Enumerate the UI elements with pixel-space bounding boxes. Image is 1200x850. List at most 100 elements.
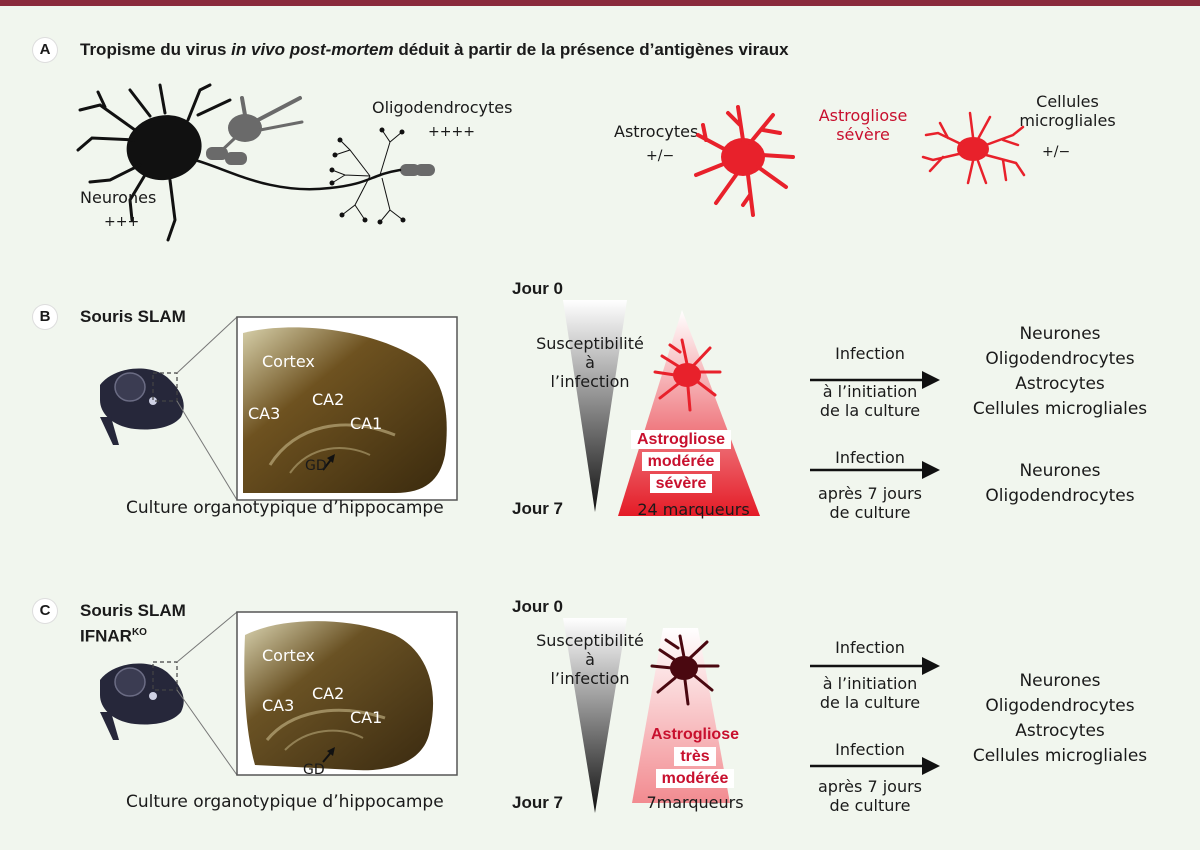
panel-c-gliose-line1: Astrogliose [640,725,750,744]
panel-c-inf2-desc: après 7 jours de culture [800,777,940,815]
panel-b-susc-line2: à [585,353,595,372]
panel-a-badge: A [33,38,57,62]
label-neurones: Neurones [80,188,157,207]
panel-b-gliose-line2-text: modérée [641,452,721,471]
panel-b-markers: 24 marqueurs [637,500,750,519]
panel-c-inf1-title: Infection [835,638,905,657]
panel-b-inf2-title: Infection [835,448,905,467]
panel-b-result2: Neurones Oligodendrocytes [960,459,1160,509]
panel-b-inf1-desc: à l’initiation de la culture [800,382,940,420]
label-microglia: Cellules microgliales [1010,92,1125,130]
panel-b-gliose-line3-text: sévère [649,474,713,493]
panel-b-gliose-line3: sévère [626,474,736,493]
panel-b-arrows [810,371,940,479]
axon-terminals-icon [331,129,404,223]
panel-c-astrocyte-dark-icon [650,634,720,706]
panel-c-inf2-line2: de culture [829,796,911,815]
panel-c-res1-2: Astrocytes [1015,721,1105,741]
panel-c-gliose-line2-text: très [674,747,716,766]
neuron-oligodendrocyte-illustration [76,83,435,242]
panel-c-label-ca3: CA3 [262,696,295,715]
panel-b-susc-line1: Susceptibilité [536,334,644,353]
panel-a-title-part2: déduit à partir de la présence d’antigèn… [393,40,789,59]
microglia-line1: Cellules [1036,92,1099,111]
panel-a-title: Tropisme du virus in vivo post-mortem dé… [80,40,789,60]
panel-c-day7: Jour 7 [512,793,564,812]
panel-c-title-line1: Souris SLAM [80,601,186,620]
panel-b-res2-0: Neurones [1019,461,1101,481]
mouse-icon-c [100,663,184,740]
panel-c-arrows [810,657,940,775]
astrogliose-line2: sévère [836,125,890,144]
panel-c-gliose-line3-text: modérée [655,769,735,788]
panel-c-markers: 7marqueurs [646,793,744,812]
panel-c-caption: Culture organotypique d’hippocampe [126,792,444,812]
panel-b-res2-1: Oligodendrocytes [985,486,1135,506]
panel-c-label-ca1: CA1 [350,708,383,727]
score-microglia: +/− [1042,144,1071,160]
panel-b-astrogliosis-label: Astrogliose modérée sévère [626,430,736,493]
panel-c-title-line2-wrap: IFNARKO [80,622,186,648]
panel-c-gliose-line1-text: Astrogliose [650,726,739,743]
panel-c-gliose-line2: très [640,747,750,766]
panel-c-mouse-hippocampus-illustration [100,611,458,776]
panel-b-title: Souris SLAM [80,307,186,326]
panel-c-astrogliosis-label: Astrogliose très modérée [640,725,750,788]
panel-b-gliose-line2: modérée [626,452,736,471]
panel-b-res1-2: Astrocytes [1015,374,1105,394]
panel-b-susceptibility-triangle [563,300,627,512]
panel-b-gliose-line1: Astrogliose [626,430,736,449]
panel-a-title-part1: Tropisme du virus [80,40,232,59]
panel-c-result1: Neurones Oligodendrocytes Astrocytes Cel… [960,669,1160,769]
panel-c-title-sup: KO [131,627,147,638]
panel-b-susc-line3: l’infection [550,372,630,391]
panel-c-inf1-desc: à l’initiation de la culture [800,674,940,712]
panel-b-day7: Jour 7 [512,499,564,518]
panel-c-res1-0: Neurones [1019,671,1101,691]
panel-c-day0: Jour 0 [512,597,564,616]
panel-c-susceptibility-triangle [563,618,627,813]
astrogliose-severe-label: Astrogliose sévère [808,106,918,144]
panel-b-inf1-line2: de la culture [819,401,921,420]
panel-c-susceptibility-label: Susceptibilité à l’infection [520,631,660,688]
panel-c-gliose-line3: modérée [640,769,750,788]
panel-b-astrocyte-icon [653,338,722,412]
panel-c-badge: C [33,599,57,623]
panel-a-title-italic: in vivo post-mortem [231,40,394,59]
panel-b-label-cortex: Cortex [262,352,315,371]
synapse-dots [329,127,406,225]
panel-c-susc-line1: Susceptibilité [536,631,644,650]
panel-c-label-ca2: CA2 [312,684,345,703]
panel-c-label-cortex: Cortex [262,646,315,665]
panel-b-gliose-line1-text: Astrogliose [630,430,731,449]
panel-b-res1-3: Cellules microgliales [972,399,1148,419]
panel-b-day0: Jour 0 [512,279,564,298]
microglia-line2: microgliales [1019,111,1116,130]
panel-b-label-ca3: CA3 [248,404,281,423]
oligodendrocyte-grey-icon [206,96,435,176]
panel-b-caption: Culture organotypique d’hippocampe [126,498,444,518]
panel-b-label-ca1: CA1 [350,414,383,433]
microglia-red-icon [921,111,1026,185]
label-oligodendrocytes: Oligodendrocytes [372,98,513,117]
panel-b-inf2-desc: après 7 jours de culture [800,484,940,522]
score-neurones: +++ [104,214,140,230]
panel-c-inf2-line1: après 7 jours [817,777,922,796]
neuron-icon [76,83,402,242]
panel-c-inf2-title: Infection [835,740,905,759]
panel-b-inf2-line2: de culture [829,503,911,522]
panel-c-title-line2: IFNAR [80,626,132,646]
panel-b-label-gd: GD [305,458,327,474]
score-oligodendrocytes: ++++ [428,124,475,140]
panel-b-badge: B [33,305,57,329]
panel-c-title: Souris SLAM IFNARKO [80,600,186,648]
astrocyte-red-icon [694,105,795,217]
panel-c-susc-line2: à [585,650,595,669]
score-astrocytes: +/− [646,148,675,164]
top-bar [0,0,1200,6]
panel-c-res1-3: Cellules microgliales [972,746,1148,766]
label-astrocytes: Astrocytes [614,122,699,141]
panel-c-inf1-line1: à l’initiation [822,674,918,693]
panel-b-inf1-line1: à l’initiation [822,382,918,401]
panel-b-inf1-title: Infection [835,344,905,363]
